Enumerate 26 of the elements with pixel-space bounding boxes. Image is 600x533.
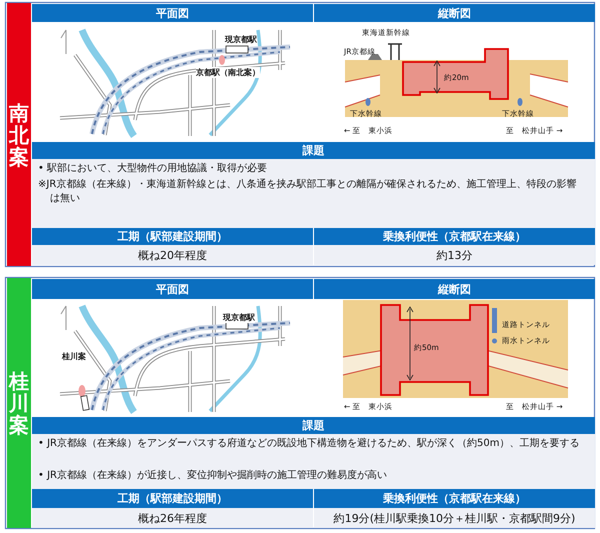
station-label: 京都駅（南北案） bbox=[196, 67, 260, 78]
header-cell: 課題 bbox=[32, 417, 595, 434]
table-cell: 約13分 bbox=[314, 245, 595, 265]
band-title: 南北案 bbox=[8, 102, 30, 168]
table-cell: 概ね26年程度 bbox=[32, 508, 313, 528]
station-label: 現京都駅 bbox=[223, 312, 255, 323]
note-text: ※JR京都線（在来線）・東海道新幹線とは、八条通を挟み駅部工事との離隔が確保されるため、施工管理上、特段の影響は無い bbox=[38, 178, 578, 206]
header-cell: 乗換利便性（京都駅在来線） bbox=[314, 228, 595, 245]
header-cell: 平面図 bbox=[32, 4, 313, 22]
station-label: 現京都駅 bbox=[225, 34, 257, 45]
table-cell: 約19分(桂川駅乗換10分＋桂川駅・京都駅間9分) bbox=[314, 508, 595, 528]
header-cell: 縦断図 bbox=[314, 4, 595, 22]
header-cell: 縦断図 bbox=[314, 279, 595, 299]
header-cell: 工期（駅部建設期間） bbox=[32, 489, 313, 508]
header-cell: 課題 bbox=[32, 142, 595, 159]
header-cell: 工期（駅部建設期間） bbox=[32, 228, 313, 245]
bullet-text: • JR京都線（在来線）をアンダーパスする府道などの既設地下構造物を避けるため、駅が深く（約50m）、工期を要する bbox=[38, 437, 580, 451]
table-cell: 概ね20年程度 bbox=[32, 245, 313, 265]
side-band bbox=[7, 278, 31, 528]
header-cell: 乗換利便性（京都駅在来線） bbox=[314, 489, 595, 508]
bullet-text: • 駅部において、大型物件の用地協議・取得が必要 bbox=[38, 162, 268, 176]
side-band bbox=[7, 3, 31, 266]
bullet-text: • JR京都線（在来線）が近接し、変位抑制や掘削時の施工管理の難易度が高い bbox=[38, 469, 388, 483]
header-cell: 平面図 bbox=[32, 279, 313, 299]
band-title: 桂川案 bbox=[8, 370, 30, 436]
station-label: 桂川案 bbox=[62, 351, 86, 362]
